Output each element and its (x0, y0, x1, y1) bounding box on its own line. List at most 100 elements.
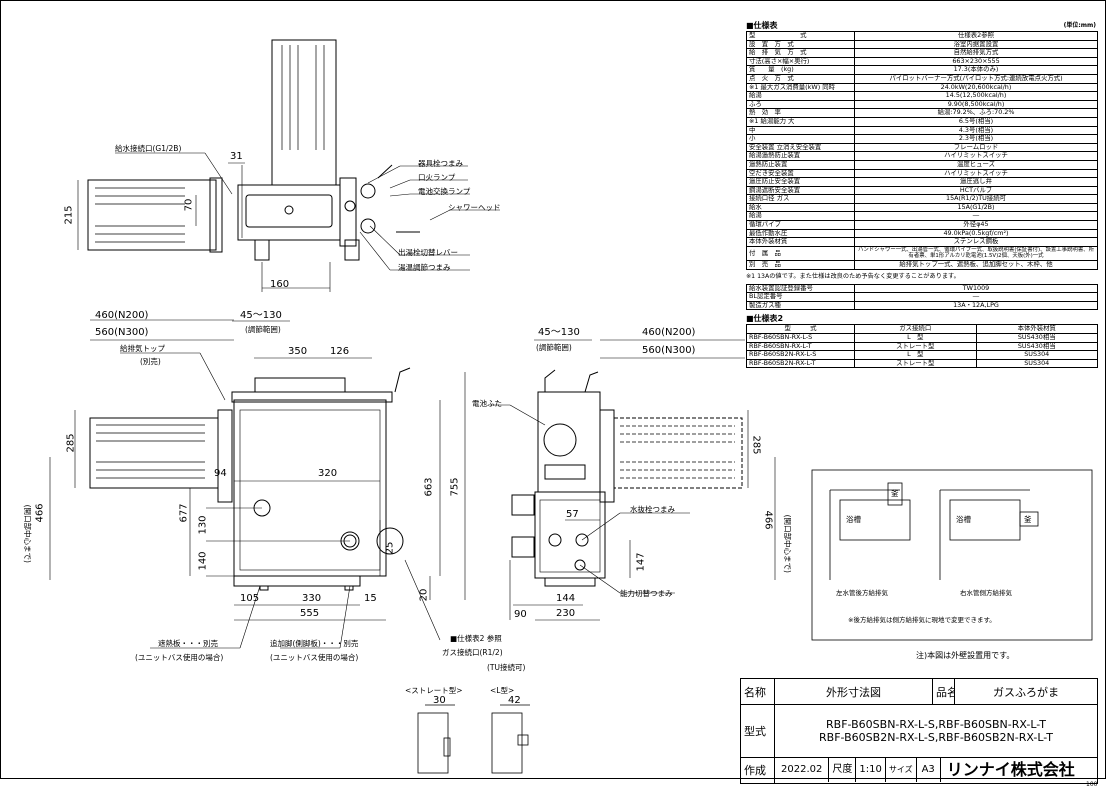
spec-row: 点 火 方 式パイロットバーナー方式(パイロット方式:連続放電点火方式) (746, 73, 1098, 84)
dim-30: 30 (433, 695, 446, 706)
model-cell: RBF-B60SBN-RX-L-S,RBF-B60SBN-RX-L-T RBF-… (774, 704, 1098, 758)
cert-value: TW1009 (854, 283, 1098, 294)
spec-row: 本体外装材質ステンレス鋼板 (746, 237, 1098, 247)
spec2-column-header: ガス接続口 (854, 324, 977, 334)
temp-knob-label: 湯温調節つまみ (398, 263, 451, 272)
dim-350: 350 (288, 346, 308, 357)
dim-160: 160 (270, 279, 290, 290)
dim-15: 15 (364, 593, 377, 604)
gas-inlet-sub: (TU接続可) (487, 663, 526, 672)
spec-row-value: 自然給排気方式 (854, 48, 1098, 58)
spec-row-label: 安全装置 立消え安全装置 (746, 142, 855, 153)
dim-90: 90 (514, 609, 527, 620)
spec-row: 安全装置 立消え安全装置フレームロッド (746, 142, 1098, 153)
spec-row: 給湯― (746, 211, 1098, 222)
dim-130: 130 (197, 515, 209, 535)
heat-shield-sub: (ユニットバス使用の場合) (135, 653, 224, 662)
spec2-cell: RBF-B60SB2N-RX-L-T (746, 358, 855, 369)
spec-row-value: 4.3号(相当) (854, 125, 1098, 136)
name-label: 名称 (740, 677, 775, 706)
dim-147: 147 (635, 552, 647, 572)
spec2-cell: ストレート型 (854, 358, 977, 369)
product-label: 品名 (932, 677, 955, 706)
spec-row-value: 外径φ45 (854, 220, 1098, 230)
spec-row: 熱 効 率給湯:79.2%、ふろ:70.2% (746, 108, 1098, 118)
made-label: 作成 (740, 756, 775, 785)
spec-row-label: 接続口径 ガス (746, 194, 855, 204)
model-label: 型式 (740, 704, 775, 758)
dim-126: 126 (330, 346, 350, 357)
dim-25: 25 (384, 541, 396, 555)
spec-row-label: 鋼湯遮断安全装置 (746, 185, 855, 196)
dim-144: 144 (556, 593, 576, 604)
spec-row-value: 仕様表2参照 (854, 31, 1098, 41)
adjust-range-side: (調節範囲) (536, 343, 572, 352)
spec-row-value: ― (854, 211, 1098, 222)
spec-row: 設 置 方 式浴室内据置設置 (746, 39, 1098, 50)
cert-value: 13A・12A,LPG (854, 300, 1098, 311)
dim-20: 20 (418, 588, 430, 602)
page-number: 100 (1086, 781, 1098, 788)
spec-footnote: ※1 13Aの値です。また仕様は改良のため予告なく変更することがあります。 (746, 272, 960, 280)
spec-row-label: ※1 最大ガス消費量(kW) 同時 (746, 82, 855, 93)
spec-row-value: 6.5号(相当) (854, 116, 1098, 127)
spec-row-label: 給湯 (746, 211, 855, 222)
spec-row-label: 寸法(高さ×幅×奥行) (746, 56, 855, 67)
spec-header: ■仕様表 (746, 21, 778, 30)
spec-row-label: 給湯 (746, 91, 855, 101)
dim-466-side: 466 (762, 510, 774, 530)
spec-row-label: 空だき安全装置 (746, 168, 855, 179)
spec-row: 質 量 (kg)17.3(本体のみ) (746, 65, 1098, 75)
spec-row-value: ステンレス鋼板 (854, 237, 1098, 247)
dim-105: 105 (240, 593, 260, 604)
center-note-side: (開口部中心まで) (782, 514, 792, 573)
name-value: 外形寸法図 (774, 677, 933, 706)
spec-row-value: 9.90(8,500kcal/h) (854, 99, 1098, 110)
right-install-caption: 右水管側方給排気 (960, 589, 1012, 597)
spec-row-value: フレームロッド (854, 142, 1098, 153)
spec2-cell: ストレート型 (854, 341, 977, 352)
add-leg-label: 追加脚(側脚板)・・・別売 (270, 639, 359, 648)
spec-unit: (単位:mm) (1063, 22, 1096, 29)
title-block: 名称 外形寸法図 品名 ガスふろがま 型式 RBF-B60SBN-RX-L-S,… (740, 677, 1098, 785)
cert-row: BL認定番号― (746, 292, 1098, 302)
front-view (49, 319, 466, 649)
dim-677: 677 (178, 503, 190, 523)
spec-table: ■仕様表 (単位:mm) 型 式仕様表2参照設 置 方 式浴室内据置設置給 排 … (746, 20, 1098, 369)
spec-row-value: 給排気トップ一式、遮熱板、追加脚セット、木枠、他 (854, 260, 1098, 270)
spec-row: 空だき安全装置ハイリミットスイッチ (746, 168, 1098, 179)
install-note: ※後方給排気は側方給排気に現地で変更できます。 (848, 616, 996, 624)
cert-value: ― (854, 292, 1098, 302)
cert-label: BL認定番号 (746, 292, 855, 302)
dim-45-130-side: 45～130 (538, 327, 580, 338)
flue-top-sub: (別売) (140, 357, 161, 366)
dim-215: 215 (63, 205, 75, 225)
spec-row-label: 付 属 品 (746, 245, 855, 262)
straight-type-label: <ストレート型> (405, 686, 463, 695)
spec-row-value: 49.0kPa(0.5kgf/cm²) (854, 228, 1098, 239)
dim-94: 94 (214, 468, 227, 479)
spec-row-label: 設 置 方 式 (746, 39, 855, 50)
spec-row-value: 給湯:79.2%、ふろ:70.2% (854, 108, 1098, 118)
spec-row-value: パイロットバーナー方式(パイロット方式:連続放電点火方式) (854, 73, 1098, 84)
gas-type-details (417, 704, 530, 774)
dim-320: 320 (318, 468, 338, 479)
dim-330: 330 (302, 593, 322, 604)
heater-label-left: 釜 (891, 489, 899, 498)
spec-row-value: 15A(R1/2)TU接続可 (854, 194, 1098, 204)
spec2-column-header: 本体外装材質 (975, 324, 1098, 334)
water-inlet-label: 給水接続口(G1/2B) (115, 144, 182, 153)
spec2-cell: RBF-B60SBN-RX-L-T (746, 341, 855, 352)
spec-row: 過熱防止装置温度ヒューズ (746, 159, 1098, 170)
drain-knob-label: 水抜栓つまみ (630, 505, 675, 514)
